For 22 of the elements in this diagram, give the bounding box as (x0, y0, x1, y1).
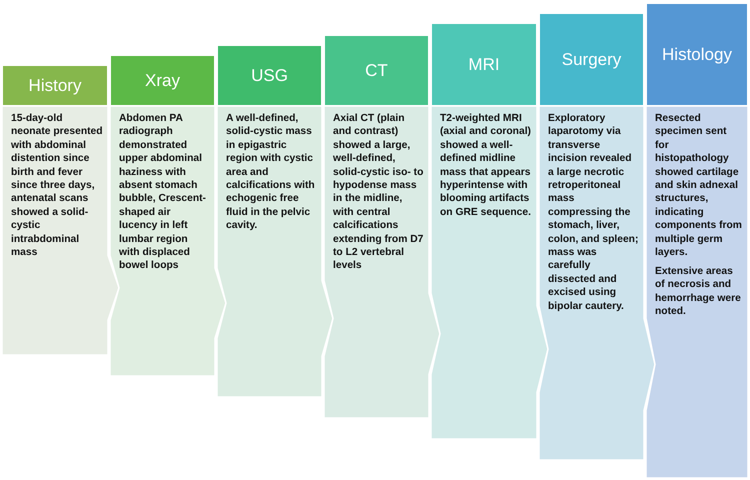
step-description: Abdomen PA radiograph demonstrated upper abdominal haziness with absent stomach bubble, Crescent-shaped air lucency in left lumbar region with displaced bowel loops (119, 112, 207, 273)
chevron-panel (646, 106, 748, 478)
step-heading: History (2, 65, 108, 106)
step-description: Extensive areas of necrosis and hemorrhage were noted. (655, 265, 742, 319)
chevron-panel (110, 106, 226, 376)
step-heading: CT (324, 35, 429, 106)
chevron-panel (217, 106, 333, 397)
chevron-panel (2, 106, 119, 355)
chevron-panel (431, 106, 548, 439)
step-description: 15-day-old neonate presented with abdominal distention since birth and fever since three days, antenatal scans showed a solid-cystic intrabdominal mass (11, 112, 103, 260)
step-description: Axial CT (plain and contrast) showed a large, well-defined, solid-cystic iso- to hypodense mass in the midline, with central calcifications extending from D7 to L2 vertebral levels (333, 112, 424, 273)
step-description: Exploratory laparotomy via transverse incision revealed a large necrotic retroperitoneal mass compressing the stomach, liver, colon, and spleen; mass was carefully dissected and excised using bipolar cautery. (548, 112, 639, 314)
step-heading: Histology (646, 3, 748, 106)
chevron-panel (324, 106, 440, 418)
step-description: Resected specimen sent for histopathology showed cartilage and skin adnexal structures, indicating components from multiple germ layers. (655, 112, 743, 260)
step-description: A well-defined, solid-cystic mass in epigastric region with cystic area and calcifications with echogenic free fluid in the pelvic cavity. (226, 112, 316, 233)
step-heading: MRI (431, 23, 537, 106)
step-heading: Surgery (539, 13, 644, 106)
chevron-panel (539, 106, 655, 460)
step-heading: USG (217, 45, 322, 106)
step-heading: Xray (110, 55, 215, 106)
step-description: T2-weighted MRI (axial and coronal) showed a well-defined midline mass that appears hyperintense with blooming artifacts on GRE sequence. (440, 112, 532, 220)
